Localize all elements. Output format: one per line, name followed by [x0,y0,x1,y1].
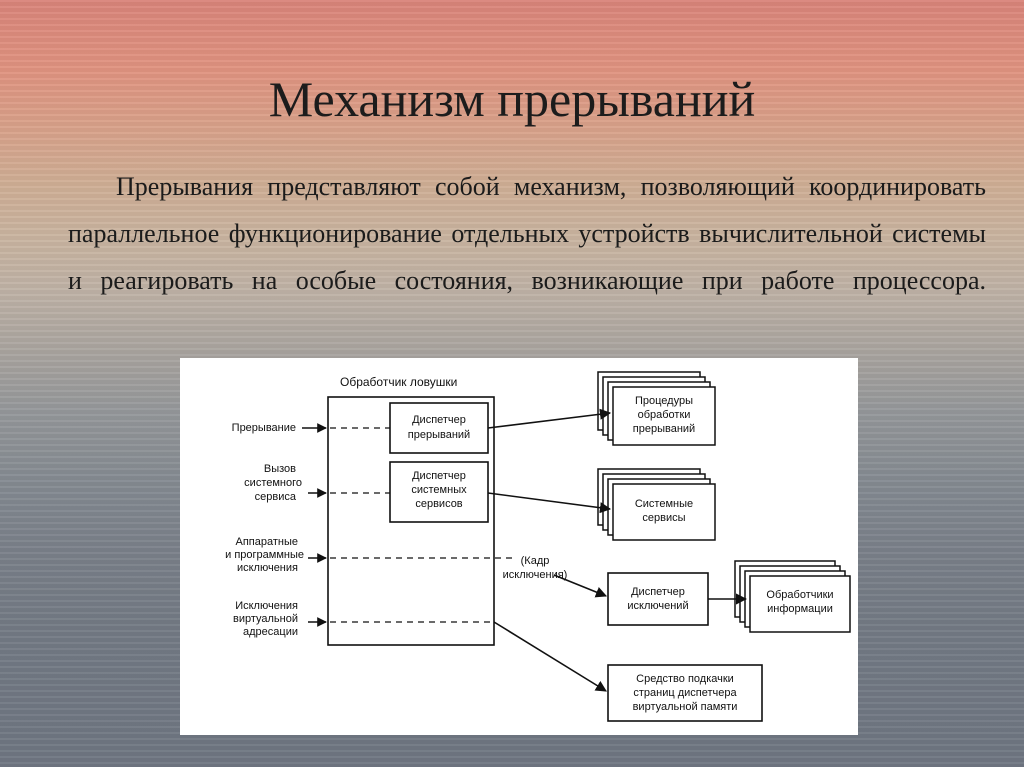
interrupt-procedures-line: обработки [638,409,691,421]
info-handlers-line: информации [767,603,833,615]
input-label-line: виртуальной [233,613,298,625]
trap-handler-label: Обработчик ловушки [340,375,457,389]
system-services-stack [597,468,716,541]
exception-frame-line: (Кадр [521,555,550,567]
interrupt-diagram: Обработчик ловушки Прерывание Вызов сист… [180,358,858,735]
input-label-line: системного [244,477,302,489]
input-label-line: исключения [237,562,298,574]
exception-dispatcher-line: исключений [627,600,688,612]
arrow-to-interrupt-procedures [487,408,612,429]
pager-line: виртуальной памяти [633,701,738,713]
input-label-line: Исключения [235,600,298,612]
input-exceptions: Аппаратные и программные исключения [225,536,304,574]
arrow-to-system-services [487,492,612,514]
interrupt-dispatcher-box [389,402,489,454]
exception-frame-line: исключения) [503,569,568,581]
interrupt-procedures-line: прерываний [633,423,695,435]
input-label-line: и программные [225,549,304,561]
input-label-line: Прерывание [232,422,296,434]
input-virtual-address-exceptions: Исключения виртуальной адресации [233,600,298,638]
input-system-service-call: Вызов системного сервиса [244,463,302,503]
interrupt-procedures-line: Процедуры [635,395,693,407]
system-services-line: сервисы [642,512,685,524]
service-dispatcher-line: сервисов [415,498,462,510]
interrupt-dispatcher-line: прерываний [408,429,470,441]
trap-handler-box [327,396,495,646]
exception-dispatcher-line: Диспетчер [631,586,685,598]
input-interrupt: Прерывание [232,422,296,434]
exception-dispatcher-box [607,572,709,626]
service-dispatcher-line: системных [411,484,467,496]
system-services-line: Системные [635,498,693,510]
arrow-to-pager [493,621,607,692]
service-dispatcher-box [389,461,489,523]
input-label-line: адресации [243,626,298,638]
info-handlers-line: Обработчики [766,589,833,601]
interrupt-procedures-stack [597,371,716,446]
pager-line: Средство подкачки [636,673,734,685]
interrupt-diagram-svg: Обработчик ловушки Прерывание Вызов сист… [225,371,851,722]
info-handlers-stack [734,560,851,633]
pager-box [607,664,763,722]
input-label-line: Вызов [264,463,296,475]
slide-title: Механизм прерываний [268,71,756,127]
input-label-line: Аппаратные [236,536,299,548]
service-dispatcher-line: Диспетчер [412,470,466,482]
input-label-line: сервиса [255,491,297,503]
interrupt-dispatcher-line: Диспетчер [412,414,466,426]
arrow-to-exception-dispatcher [553,574,608,598]
pager-line: страниц диспетчера [633,687,737,699]
slide-paragraph: Прерывания представляют собой механизм, … [68,172,986,295]
